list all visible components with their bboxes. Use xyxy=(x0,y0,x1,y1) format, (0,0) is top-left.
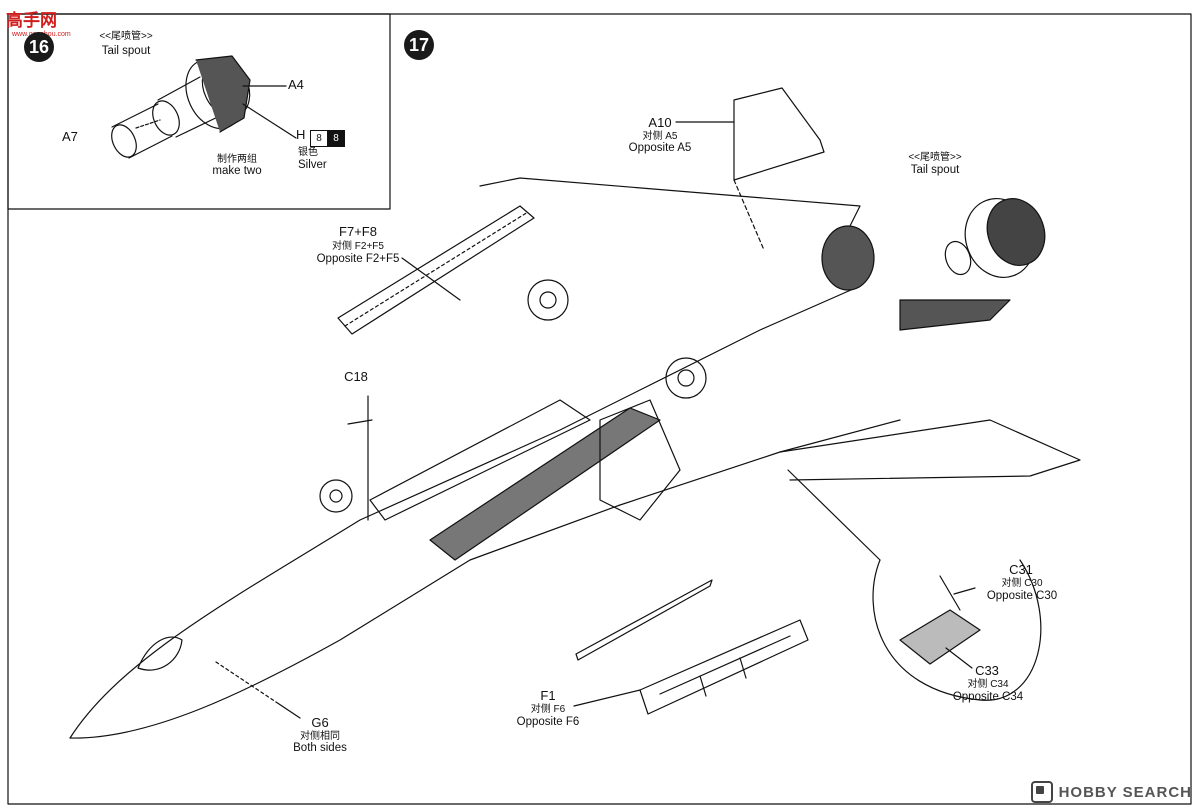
part-a10: A10 xyxy=(648,115,672,130)
part-a10-en: Opposite A5 xyxy=(628,142,692,154)
silver-en: Silver xyxy=(298,159,327,171)
part-a7: A7 xyxy=(62,129,78,144)
part-g6: G6 xyxy=(311,715,329,730)
step-17-badge: 17 xyxy=(404,30,434,60)
step17-tail-spout-cn: <<尾喷管>> xyxy=(908,152,962,163)
part-c33-cn: 对侧 C34 xyxy=(967,679,1009,690)
part-f1: F1 xyxy=(540,688,556,703)
make-two-cn: 制作两组 xyxy=(217,154,257,165)
part-c31-cn: 对侧 C30 xyxy=(1001,578,1043,589)
part-c33: C33 xyxy=(975,663,999,678)
silver-cn: 银色 xyxy=(298,147,318,158)
part-g6-en: Both sides xyxy=(293,742,347,754)
part-c31: C31 xyxy=(1009,562,1033,577)
hobby-search-text: HOBBY SEARCH xyxy=(1058,783,1192,801)
watermark-chars: 高手网 xyxy=(6,11,57,31)
part-f7-f8-en: Opposite F2+F5 xyxy=(316,253,400,265)
part-c33-en: Opposite C34 xyxy=(952,691,1024,703)
step-16-badge: 16 xyxy=(24,32,54,62)
part-f7-f8: F7+F8 xyxy=(339,224,377,239)
part-a4: A4 xyxy=(288,77,304,92)
part-f1-cn: 对侧 F6 xyxy=(530,704,566,715)
part-f7-f8-cn: 对侧 F2+F5 xyxy=(332,241,384,252)
paint-code-box: 8 8 xyxy=(310,130,345,147)
fin-a10 xyxy=(733,87,825,181)
hobby-search-icon xyxy=(1030,781,1053,803)
part-c18: C18 xyxy=(344,369,368,384)
paint-code-a: 8 xyxy=(311,131,328,146)
tail-spout-16 xyxy=(111,55,297,159)
part-c31-en: Opposite C30 xyxy=(986,590,1058,602)
paint-letter-h: H xyxy=(296,127,306,142)
outer-frame xyxy=(7,13,1192,805)
paint-code-b: 8 xyxy=(328,131,344,146)
part-f1-en: Opposite F6 xyxy=(516,716,580,728)
make-two-en: make two xyxy=(212,165,262,177)
step16-tail-spout-cn: <<尾喷管>> xyxy=(99,31,153,42)
part-g6-cn: 对侧相同 xyxy=(300,731,340,742)
hobby-search-logo: HOBBY SEARCH xyxy=(1030,781,1192,803)
step16-tail-spout-en: Tail spout xyxy=(101,45,151,57)
step17-tail-spout-en: Tail spout xyxy=(910,164,960,176)
step16-inset-frame xyxy=(7,13,391,210)
airframe xyxy=(69,87,1081,739)
part-a10-cn: 对侧 A5 xyxy=(642,131,678,142)
